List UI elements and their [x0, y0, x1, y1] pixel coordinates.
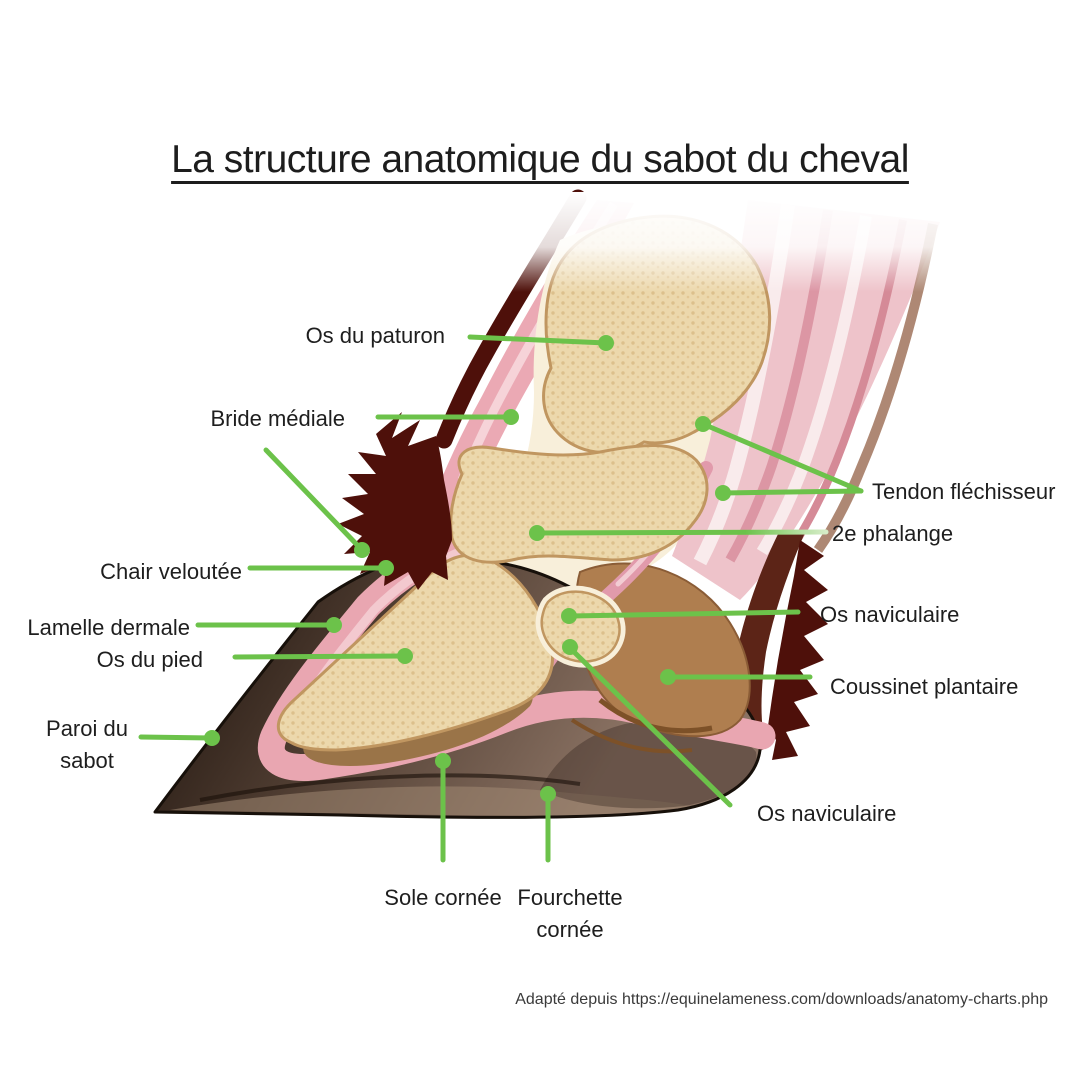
- label-tendon-flechisseur: Tendon fléchisseur: [872, 479, 1056, 504]
- callout-dot-coussinet-plantaire: [660, 669, 676, 685]
- callout-dot-paroi-du-sabot: [204, 730, 220, 746]
- callout-dot-chair-veloutee: [378, 560, 394, 576]
- callout-line-os-du-paturon: [467, 334, 609, 346]
- label-chair-veloutee: Chair veloutée: [100, 559, 242, 584]
- callout-line-os-du-pied: [232, 653, 408, 660]
- callout-dot-lamelle-dermale: [326, 617, 342, 633]
- label-fourchette-cornee: Fourchette cornée: [517, 885, 623, 942]
- callout-line-os-naviculaire-haut: [567, 609, 801, 619]
- top-fade: [400, 192, 960, 292]
- hair-fringe-left: [338, 412, 452, 590]
- source-credit: Adapté depuis https://equinelameness.com…: [515, 991, 1048, 1008]
- label-coussinet-plantaire: Coussinet plantaire: [830, 674, 1019, 699]
- callout-dot-os-du-paturon: [598, 335, 614, 351]
- label-lamelle-dermale: Lamelle dermale: [27, 615, 190, 640]
- callout-dot-os-du-pied: [397, 648, 413, 664]
- callout-line-os-naviculaire-bas: [567, 645, 733, 808]
- callout-dot-sole-cornee: [435, 753, 451, 769]
- label-bride-mediale: Bride médiale: [210, 406, 345, 431]
- callout-line-paroi-du-sabot: [138, 734, 215, 741]
- callout-line-bride-mediale-2: [263, 447, 365, 553]
- label-sole-cornee: Sole cornée: [384, 885, 502, 910]
- callout-dot-os-naviculaire-haut: [561, 608, 577, 624]
- callout-line-2e-phalange: [534, 529, 829, 536]
- skin-right-band-shape: [732, 530, 806, 762]
- callout-dot-fourchette-cornee: [540, 786, 556, 802]
- page-title: La structure anatomique du sabot du chev…: [171, 138, 909, 182]
- label-os-naviculaire-bas: Os naviculaire: [757, 801, 897, 826]
- heel-bulb-shape: [540, 719, 757, 809]
- second-phalanx-shape: [449, 443, 709, 564]
- callout-line-tendon-a: [700, 421, 864, 494]
- callout-dot-os-naviculaire-bas: [562, 639, 578, 655]
- callout-dot-tendon-a: [695, 416, 711, 432]
- label-paroi-du-sabot: Paroi du sabot: [46, 716, 128, 773]
- label-os-naviculaire-haut: Os naviculaire: [820, 602, 960, 627]
- callout-lines: [138, 334, 864, 863]
- sole-strip-shape: [170, 786, 690, 816]
- label-os-du-pied: Os du pied: [96, 647, 203, 672]
- callout-dot-bride-mediale: [503, 409, 519, 425]
- label-2e-phalange: 2e phalange: [832, 521, 954, 546]
- navicular-bone-shape: [540, 590, 621, 663]
- callout-dot-bride-mediale-2: [354, 542, 370, 558]
- callout-line-tendon-b: [720, 488, 864, 496]
- hair-fringe-right: [768, 540, 828, 760]
- callout-dot-tendon-b: [715, 485, 731, 501]
- wall-sole-crevice: [199, 773, 581, 802]
- callout-dot-2e-phalange: [529, 525, 545, 541]
- label-os-du-paturon: Os du paturon: [305, 323, 445, 348]
